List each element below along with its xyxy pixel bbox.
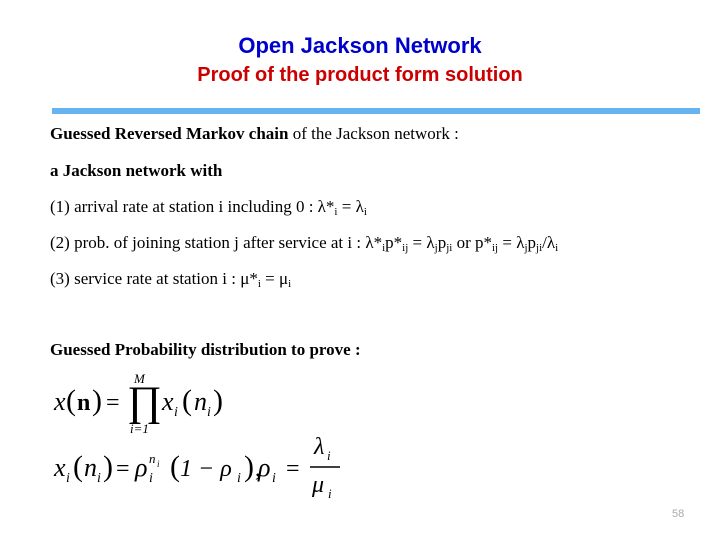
joining-prob-item: (2) prob. of joining station j after ser… bbox=[50, 233, 559, 254]
rho-def-mu: μ bbox=[311, 472, 324, 498]
formula2-equals: = bbox=[116, 456, 130, 482]
title-divider bbox=[52, 108, 700, 114]
one-minus-rho-sub: i bbox=[237, 471, 241, 486]
rho-def-equals: = bbox=[286, 456, 300, 482]
formula2-rho-sub: i bbox=[149, 471, 153, 486]
formula-xi: x bbox=[161, 387, 174, 416]
page-number: 58 bbox=[672, 508, 685, 520]
product-upper-limit: M bbox=[133, 371, 146, 386]
formula2-xi: x bbox=[53, 453, 66, 482]
formula2-xi-sub: i bbox=[66, 471, 70, 486]
rho-def-lambda: λ bbox=[313, 434, 324, 460]
formula2-ni: n bbox=[84, 453, 97, 482]
reversed-chain-line: Guessed Reversed Markov chain of the Jac… bbox=[50, 124, 459, 144]
product-form-formula: x ( n ) = ∏ M i=1 x i ( n i ) x i ( n i … bbox=[53, 371, 261, 486]
product-lower-limit: i=1 bbox=[130, 421, 149, 436]
formula2-paren-close: ) bbox=[103, 450, 113, 483]
formula-x: x bbox=[53, 387, 66, 416]
rho-def-lambda-sub: i bbox=[327, 448, 331, 463]
service-rate-item: (3) service rate at station i : μ*i = μi bbox=[50, 269, 292, 290]
formula-n-vector: n bbox=[77, 390, 90, 416]
formula-paren-open: ( bbox=[66, 384, 76, 417]
formula-equals: = bbox=[106, 390, 120, 416]
rho-def-rho: ρ bbox=[257, 453, 270, 482]
product-symbol: ∏ bbox=[127, 379, 162, 425]
formula-paren-close: ) bbox=[92, 384, 102, 417]
arrival-rate-item: (1) arrival rate at station i including … bbox=[50, 197, 367, 218]
slide-subtitle: Proof of the product form solution bbox=[197, 64, 523, 86]
formula2-paren-open: ( bbox=[73, 450, 83, 483]
rho-definition: ρ i = λ i μ i bbox=[257, 434, 340, 500]
formula2-rho-exp: n bbox=[149, 451, 156, 466]
formula-paren-open-2: ( bbox=[182, 384, 192, 417]
formula2-paren-open-2: ( bbox=[170, 450, 180, 483]
rho-def-mu-sub: i bbox=[328, 486, 332, 500]
formula-xi-sub: i bbox=[174, 405, 178, 420]
formula2-ni-sub: i bbox=[97, 471, 101, 486]
reversed-chain-bold: Guessed Reversed Markov chain bbox=[50, 124, 289, 143]
formula-ni: n bbox=[194, 387, 207, 416]
formula-paren-close-2: ) bbox=[213, 384, 223, 417]
jackson-network-line: a Jackson network with bbox=[50, 161, 223, 180]
prob-distribution-heading: Guessed Probability distribution to prov… bbox=[50, 340, 361, 359]
one-minus-rho: 1 − ρ bbox=[180, 456, 232, 482]
formula2-rho: ρ bbox=[134, 453, 147, 482]
reversed-chain-rest: of the Jackson network : bbox=[288, 124, 459, 143]
slide-title: Open Jackson Network bbox=[238, 33, 482, 58]
formula2-comma: , bbox=[255, 456, 261, 482]
formula2-paren-close-2: ) bbox=[244, 450, 254, 483]
formula-ni-sub: i bbox=[207, 405, 211, 420]
formula2-rho-exp-sub: i bbox=[157, 459, 160, 469]
rho-def-sub: i bbox=[272, 471, 276, 486]
